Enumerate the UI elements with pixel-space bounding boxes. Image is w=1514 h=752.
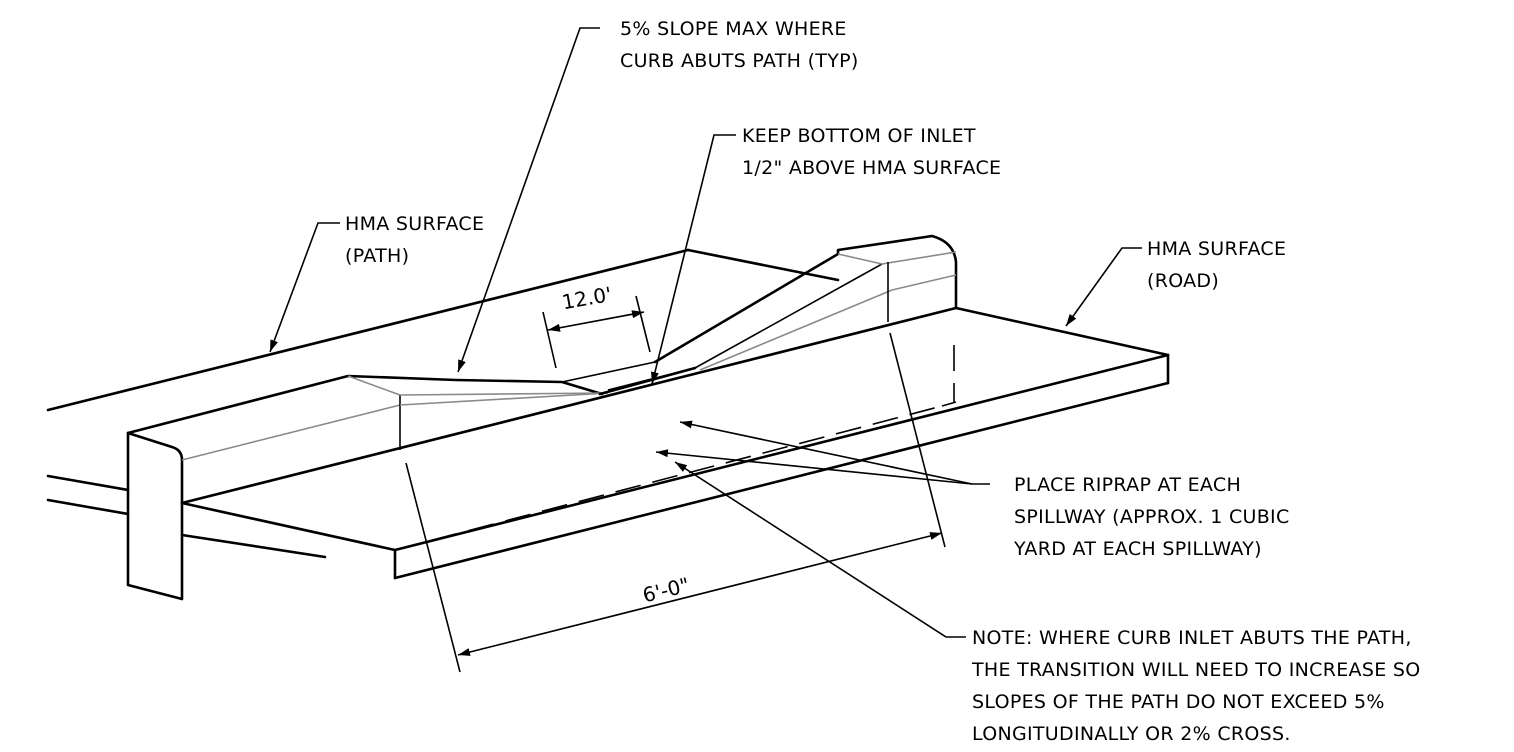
dimension-6ft-text: 6'-0" <box>640 573 692 608</box>
path-slab <box>46 248 840 516</box>
label-keep-inlet: KEEP BOTTOM OF INLET 1/2" ABOVE HMA SURF… <box>742 125 1001 179</box>
label-riprap: PLACE RIPRAP AT EACH SPILLWAY (APPROX. 1… <box>1013 474 1290 560</box>
label-keep-inlet-line-1: KEEP BOTTOM OF INLET <box>742 125 976 147</box>
label-slope-max-line-2: CURB ABUTS PATH (TYP) <box>620 50 859 72</box>
curb-inlet <box>126 234 958 601</box>
label-hma-path-line-2: (PATH) <box>345 245 409 267</box>
label-riprap-line-3: YARD AT EACH SPILLWAY) <box>1013 538 1262 560</box>
dimension-12ft: 12.0' <box>542 282 651 369</box>
label-riprap-line-2: SPILLWAY (APPROX. 1 CUBIC <box>1014 506 1290 528</box>
label-hma-road-line-1: HMA SURFACE <box>1147 238 1286 260</box>
label-slope-max-line-1: 5% SLOPE MAX WHERE <box>620 18 847 40</box>
label-note-line-2: THE TRANSITION WILL NEED TO INCREASE SO <box>971 659 1420 681</box>
label-hma-road-line-2: (ROAD) <box>1147 270 1219 292</box>
label-hma-path: HMA SURFACE (PATH) <box>345 213 484 267</box>
label-note-line-3: SLOPES OF THE PATH DO NOT EXCEED 5% <box>972 691 1385 713</box>
label-hma-road: HMA SURFACE (ROAD) <box>1147 238 1286 292</box>
label-keep-inlet-line-2: 1/2" ABOVE HMA SURFACE <box>742 157 1001 179</box>
label-note: NOTE: WHERE CURB INLET ABUTS THE PATH, T… <box>971 627 1420 745</box>
dimension-12ft-text: 12.0' <box>560 282 613 314</box>
dimension-6ft: 6'-0" <box>405 332 946 673</box>
label-note-line-4: LONGITUDINALLY OR 2% CROSS. <box>972 723 1291 745</box>
label-slope-max: 5% SLOPE MAX WHERE CURB ABUTS PATH (TYP) <box>620 18 859 72</box>
label-hma-path-line-1: HMA SURFACE <box>345 213 484 235</box>
label-riprap-line-1: PLACE RIPRAP AT EACH <box>1014 474 1241 496</box>
hidden-lines <box>394 345 957 551</box>
leaders <box>269 27 1142 638</box>
label-note-line-1: NOTE: WHERE CURB INLET ABUTS THE PATH, <box>972 627 1412 649</box>
